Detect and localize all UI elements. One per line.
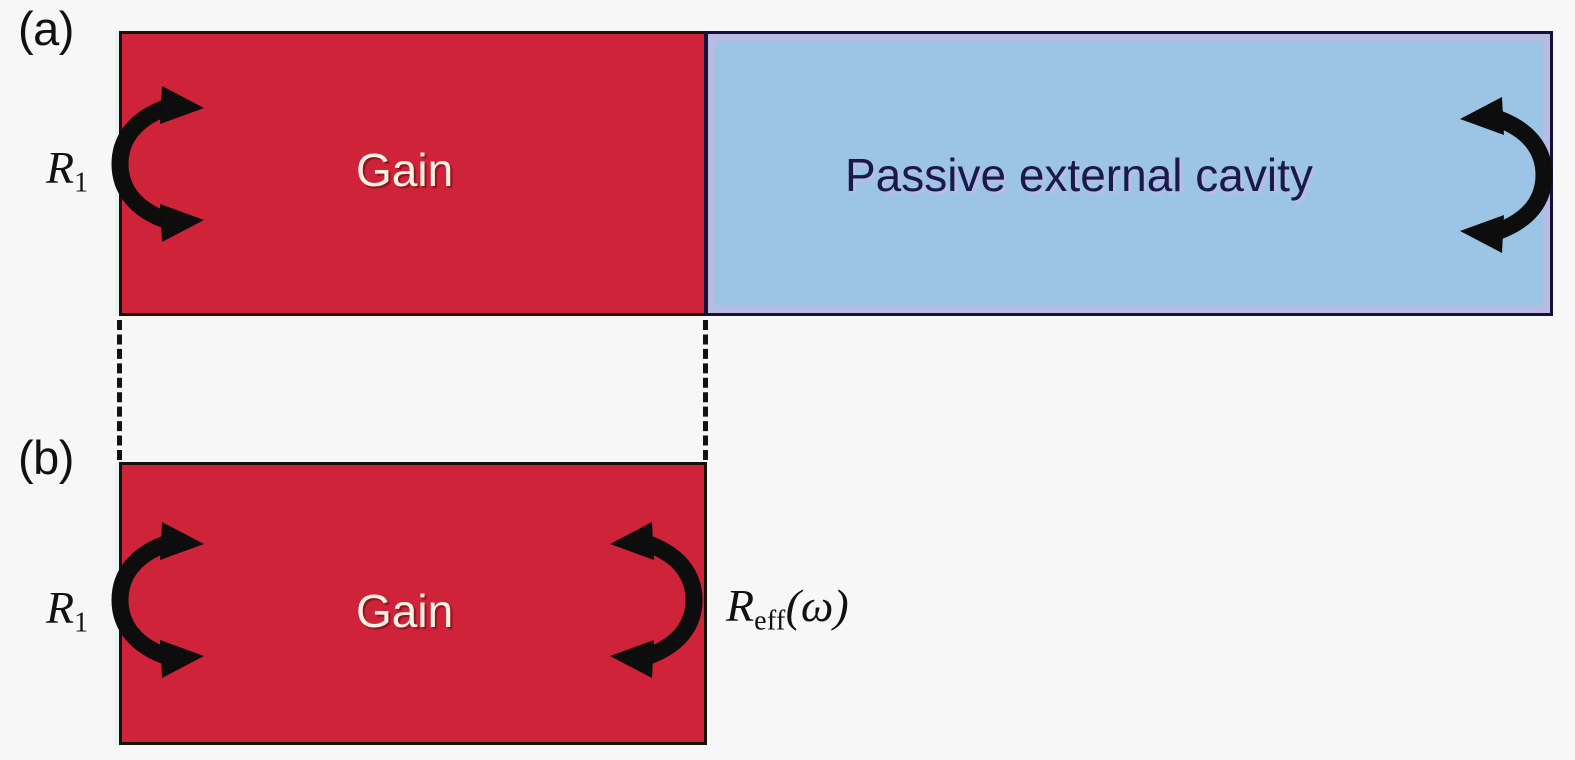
effective-reflectivity-label: Reff(ω) [726,583,849,635]
reff-argument: (ω) [785,580,849,631]
reflectivity-label-r1-a: R1 [46,145,88,197]
panel-label-b: (b) [18,431,74,484]
reflectivity-label-r1-b: R1 [46,585,88,637]
alignment-guide-left [117,320,122,460]
gain-label-b: Gain [356,585,454,637]
reflection-arrow-left-a [111,86,204,242]
gain-label-a: Gain [356,144,454,196]
reflection-arrow-left-b [111,522,204,678]
r1-subscript-a: 1 [74,167,89,199]
r1-symbol-b: R [46,582,75,633]
r1-symbol-a: R [46,142,75,193]
reflection-arrow-right-a [1460,97,1553,253]
r1-subscript-b: 1 [74,607,89,639]
panel-label-a: (a) [18,2,74,55]
passive-external-cavity-section [705,31,1553,316]
reff-subscript: eff [754,605,786,637]
reff-symbol: R [726,580,755,631]
reflection-arrow-right-b [610,522,703,678]
alignment-guide-right [703,320,708,460]
passive-external-cavity-label: Passive external cavity [845,149,1313,201]
